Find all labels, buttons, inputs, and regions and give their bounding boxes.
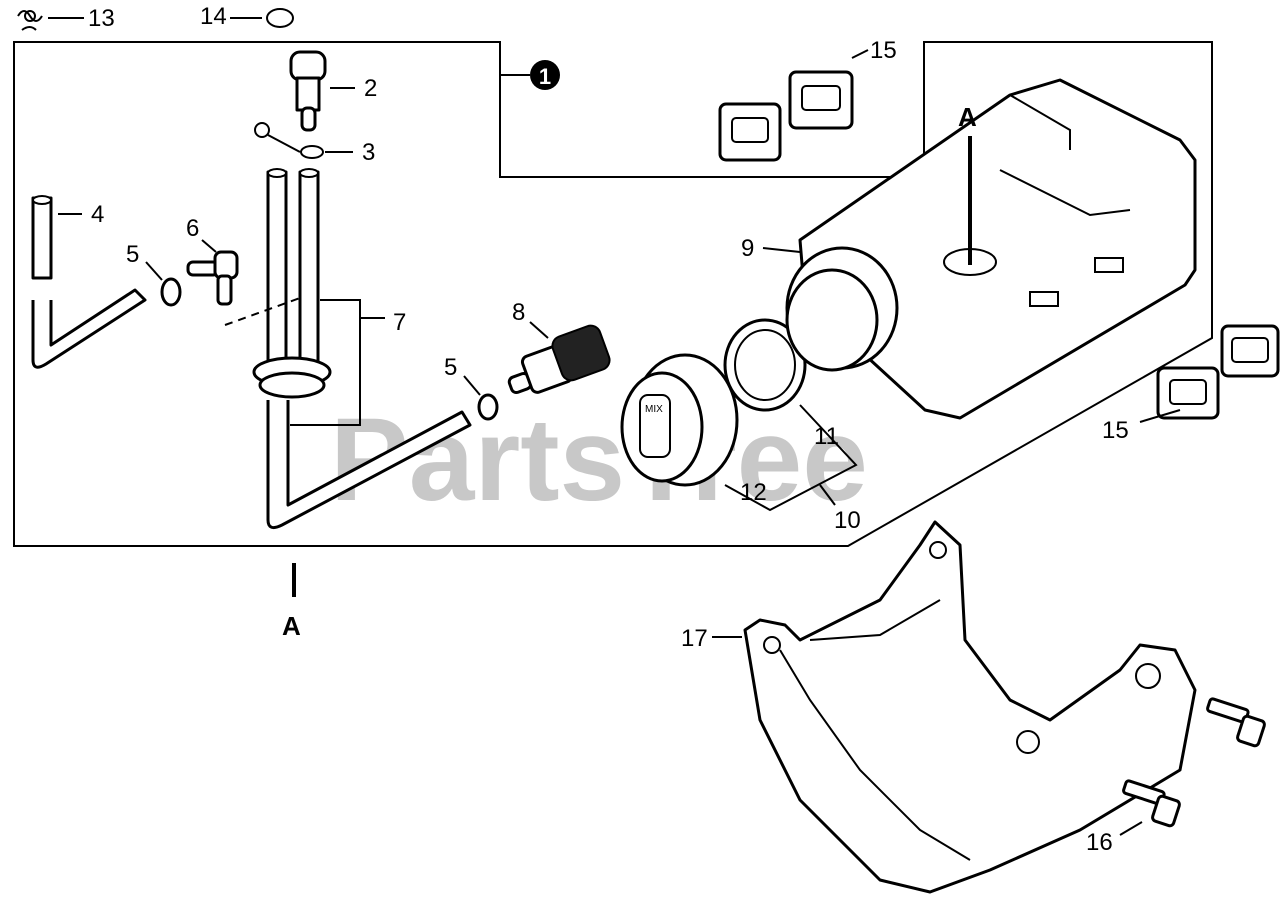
- leader-5-right: [463, 375, 481, 396]
- part-15-grommets-top: [718, 70, 854, 162]
- part-4-fuel-hose: [31, 195, 147, 369]
- cap-mix-text: MIX: [645, 404, 663, 415]
- part-9-fuel-tank: [785, 78, 1197, 420]
- callout-number: 1: [539, 64, 551, 89]
- watermark: PartsTree: [330, 394, 868, 526]
- label-5-right: 5: [444, 354, 457, 381]
- part-7-fuel-pickup: [252, 168, 472, 530]
- label-5-left: 5: [126, 241, 139, 268]
- label-6: 6: [186, 215, 199, 242]
- label-8: 8: [512, 299, 525, 326]
- leader-9: [762, 247, 801, 253]
- part-5-oring-left: [160, 277, 182, 307]
- callout-circle-1: [530, 60, 560, 90]
- label-9: 9: [741, 235, 754, 262]
- part-5-oring-right: [477, 393, 499, 421]
- part-2-vent: [289, 50, 327, 132]
- label-11: 11: [814, 423, 839, 450]
- assembly-outline: [13, 41, 1213, 547]
- leader-15-top: [851, 49, 869, 59]
- leader-6: [201, 239, 217, 253]
- label-16: 16: [1086, 829, 1113, 856]
- leader-8: [529, 321, 549, 339]
- part-17-tank-guard: [743, 520, 1197, 894]
- label-10: 10: [834, 507, 861, 534]
- section-marker-tank: A: [958, 102, 977, 132]
- leader-5-left: [145, 261, 163, 281]
- label-3: 3: [362, 139, 375, 166]
- part-13-clip: [17, 10, 43, 31]
- part-6-elbow-fitting: [186, 250, 239, 306]
- label-7: 7: [393, 309, 406, 336]
- leader-10-bracket: [724, 404, 858, 512]
- leader-7: [290, 299, 385, 426]
- leader-16: [1119, 821, 1143, 836]
- part-11-gasket: [723, 318, 807, 412]
- label-12: 12: [740, 479, 767, 506]
- label-14: 14: [200, 3, 227, 30]
- label-13: 13: [88, 5, 115, 32]
- leader-15-right: [1139, 409, 1181, 423]
- part-14-ring: [266, 8, 294, 28]
- label-2: 2: [364, 75, 377, 102]
- label-17: 17: [681, 625, 708, 652]
- part-15-grommets-right: [1156, 324, 1280, 420]
- part-3-retainer: [254, 122, 324, 159]
- label-15-right: 15: [1102, 417, 1129, 444]
- part-12-fuel-cap: MIX: [620, 353, 739, 487]
- part-8-fuel-filter: [507, 324, 611, 395]
- dashed-guide: [224, 297, 301, 326]
- leader-10: [819, 484, 836, 506]
- part-16-bolts: [1122, 697, 1266, 828]
- label-15-top: 15: [870, 37, 897, 64]
- section-marker-bottom: A: [282, 611, 301, 641]
- label-4: 4: [91, 201, 104, 228]
